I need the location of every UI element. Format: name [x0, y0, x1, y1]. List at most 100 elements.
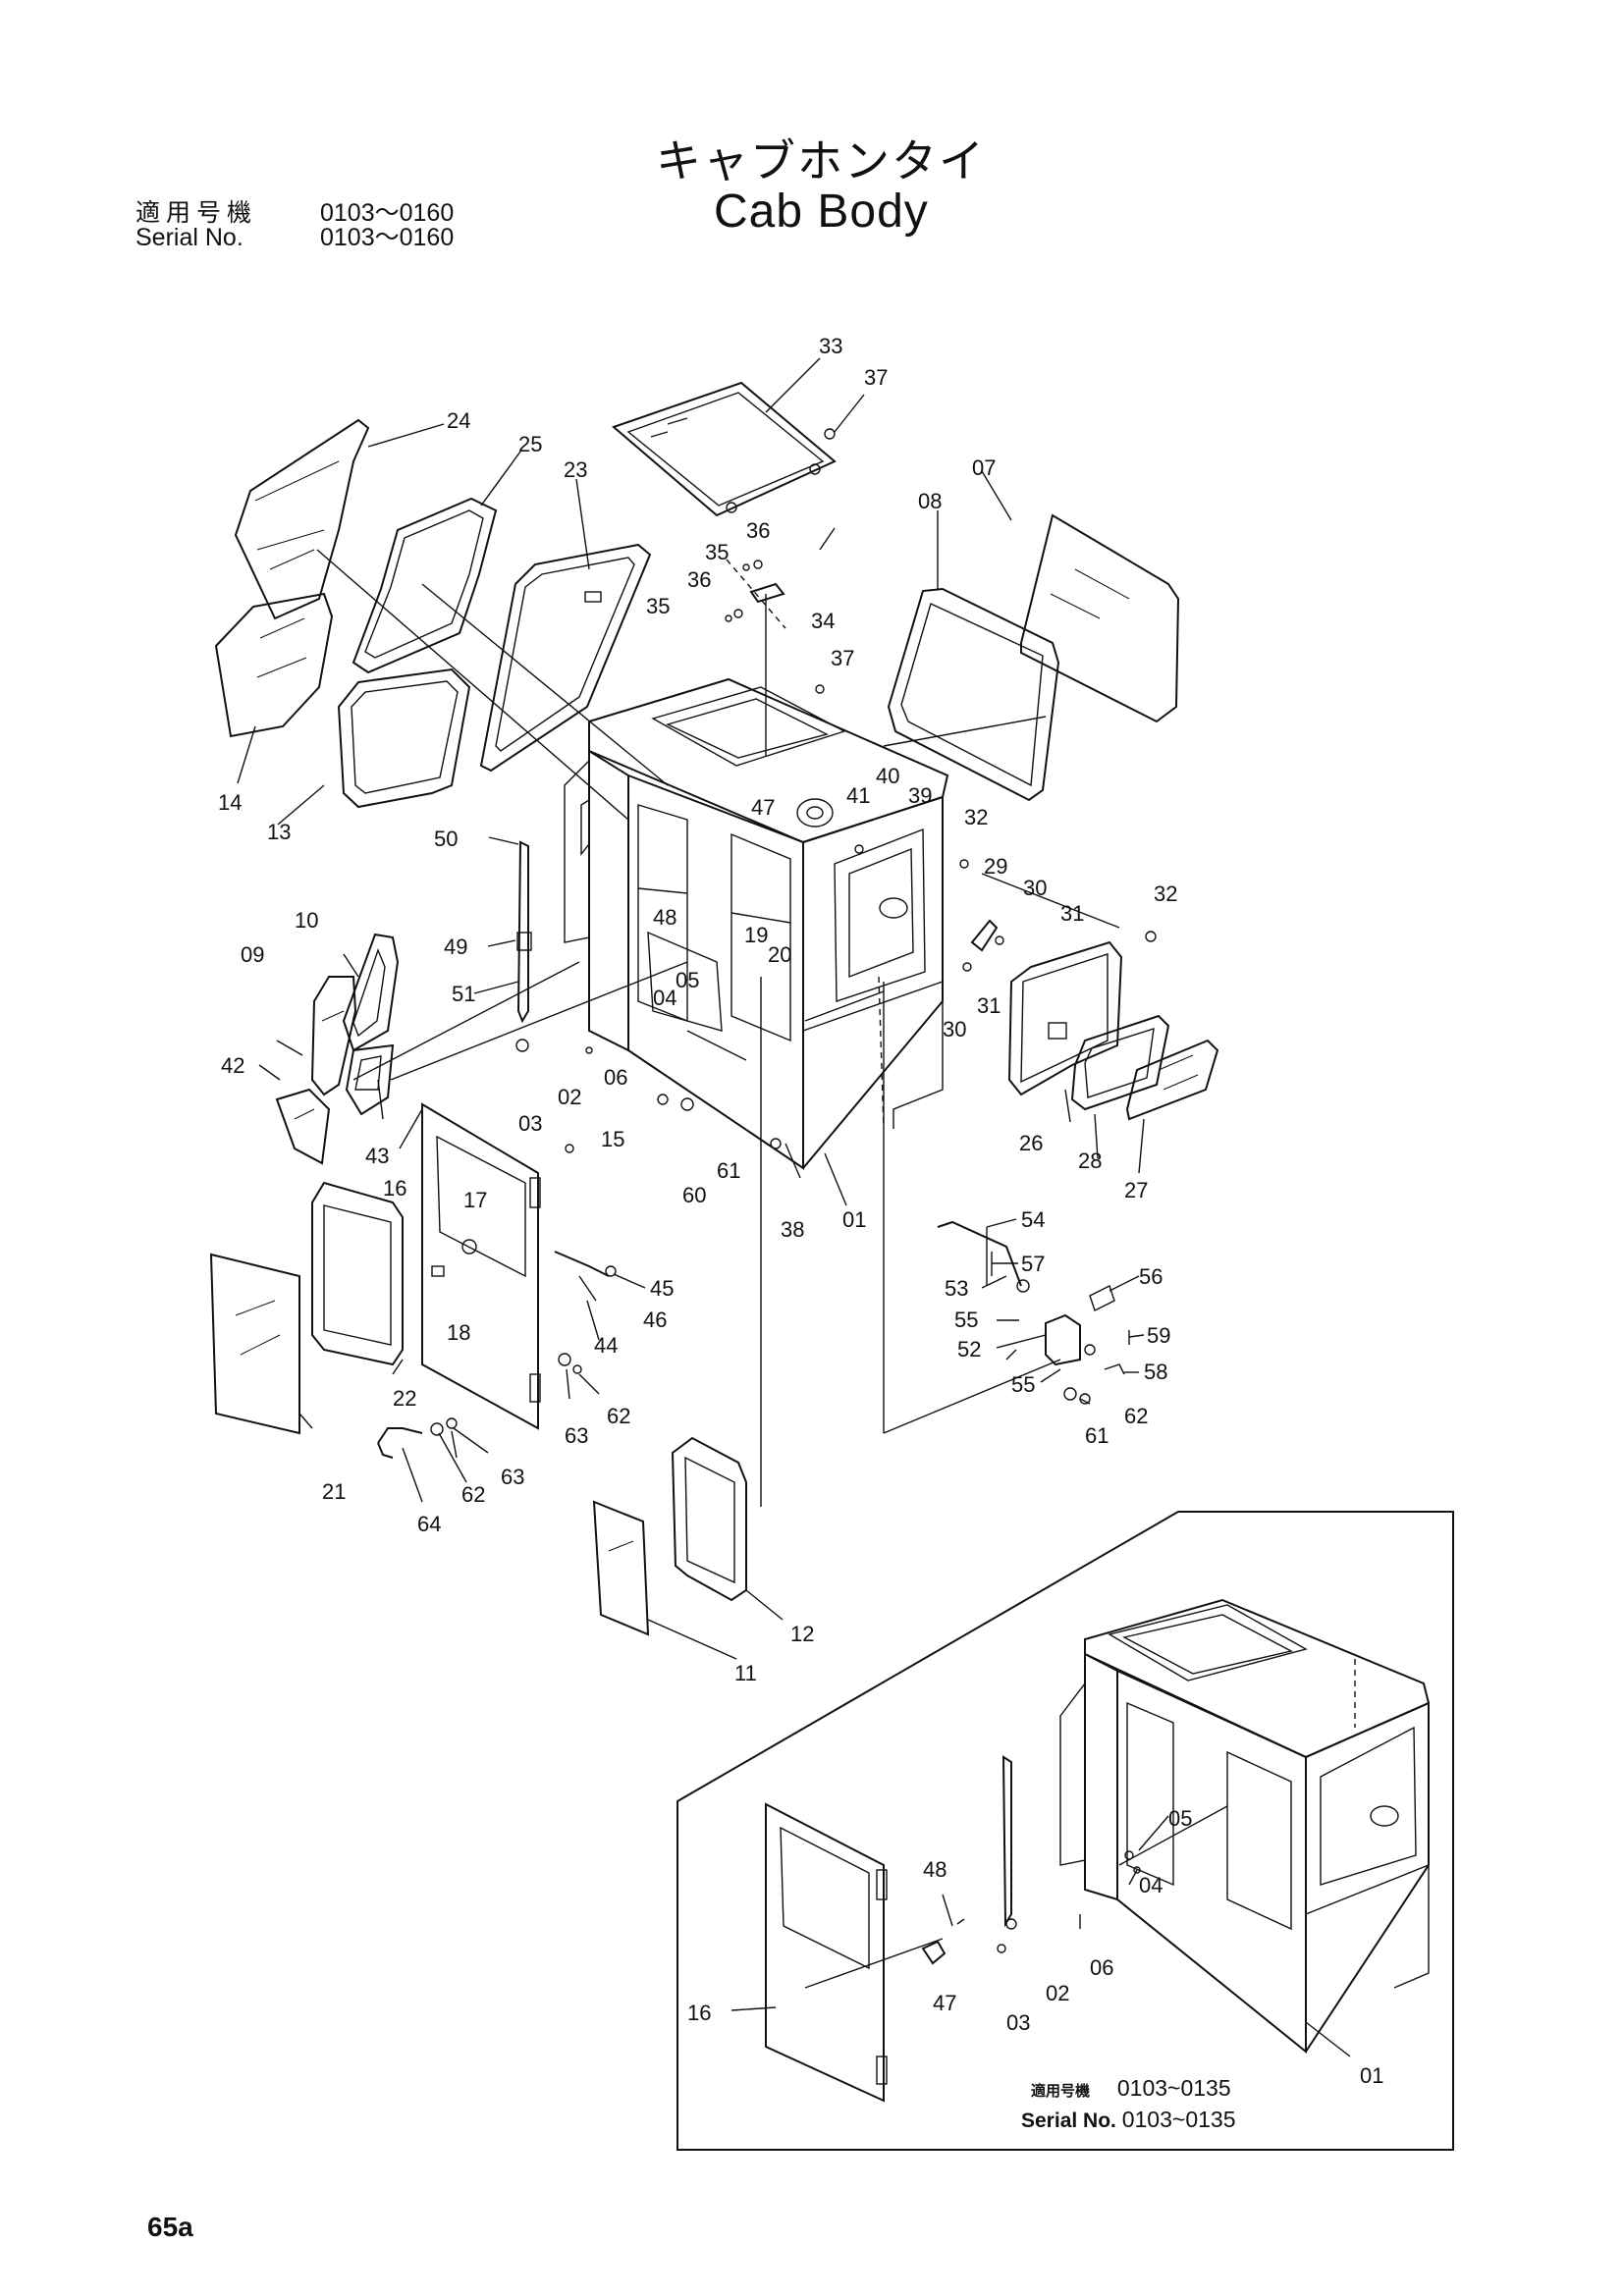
callout-label: 17	[463, 1188, 487, 1212]
door-glass-parts	[209, 1181, 404, 1435]
callout-label: 18	[447, 1320, 470, 1345]
callout-label: 44	[594, 1333, 618, 1358]
door-part	[421, 1102, 541, 1430]
callout-label: 28	[1078, 1148, 1102, 1173]
callout-label: 01	[1360, 2063, 1383, 2088]
callout-label: 26	[1019, 1131, 1043, 1155]
lower-front-glass-part	[214, 592, 334, 738]
inset-serial-label-english: Serial No.	[1021, 2109, 1116, 2132]
callout-label: 36	[687, 567, 711, 592]
callout-label: 37	[831, 646, 854, 670]
callout-label: 08	[918, 489, 942, 513]
callout-label: 30	[943, 1017, 966, 1041]
callout-label: 29	[984, 854, 1007, 879]
callout-label: 54	[1021, 1207, 1045, 1232]
callout-leader-lines	[237, 357, 1351, 2057]
callout-label: 51	[452, 982, 475, 1006]
callout-label: 55	[1011, 1372, 1035, 1397]
front-window-frame-part	[479, 543, 652, 773]
callout-label: 03	[1006, 2010, 1030, 2035]
callout-label: 47	[751, 795, 775, 820]
page-number: 65a	[147, 2212, 193, 2242]
inset-serial-en-row: Serial No. 0103~0135	[1021, 2107, 1235, 2133]
callout-label: 31	[1060, 901, 1084, 926]
callout-label: 14	[218, 790, 242, 815]
inset-variant-box	[676, 1511, 1454, 2151]
callout-label: 39	[908, 783, 932, 808]
callout-label: 42	[221, 1053, 244, 1078]
callout-label: 52	[957, 1337, 981, 1362]
callout-label: 05	[676, 968, 699, 992]
right-latch-parts	[959, 859, 1157, 972]
page-title-japanese: キャブホンタイ	[656, 134, 986, 187]
callout-label: 50	[434, 827, 458, 851]
callout-label: 62	[461, 1482, 485, 1507]
callout-label: 03	[518, 1111, 542, 1136]
part-number-callouts: 33 37 24 25 23 07 08 36 35 36 35 34 37 1…	[218, 334, 1383, 2088]
callout-label: 05	[1168, 1806, 1192, 1831]
callout-label: 25	[518, 432, 542, 456]
front-upper-glass-part	[234, 418, 370, 620]
callout-label: 55	[954, 1308, 978, 1332]
callout-label: 36	[746, 518, 770, 543]
callout-label: 22	[393, 1386, 416, 1411]
callout-label: 56	[1139, 1264, 1163, 1289]
callout-label: 62	[1124, 1404, 1148, 1428]
callout-label: 06	[604, 1065, 627, 1090]
callout-label: 01	[842, 1207, 866, 1232]
callout-label: 33	[819, 334, 842, 358]
callout-label: 16	[687, 2001, 711, 2025]
callout-label: 40	[876, 764, 899, 788]
right-rear-glass-part	[1020, 513, 1180, 723]
right-window-parts	[1007, 940, 1219, 1121]
callout-label: 57	[1021, 1252, 1045, 1276]
callout-label: 04	[653, 986, 676, 1010]
page-title-english: Cab Body	[714, 186, 929, 238]
callout-label: 43	[365, 1144, 389, 1168]
callout-label: 37	[864, 365, 888, 390]
callout-label: 60	[682, 1183, 706, 1207]
inset-serial-jp-row: 適用号機 0103~0135	[1031, 2075, 1231, 2102]
callout-label: 35	[646, 594, 670, 618]
callout-label: 61	[1085, 1423, 1109, 1448]
right-rear-seal-part	[887, 587, 1060, 802]
callout-label: 59	[1147, 1323, 1170, 1348]
callout-label: 02	[1046, 1981, 1069, 2005]
callout-label: 20	[768, 942, 791, 967]
callout-label: 04	[1139, 1873, 1163, 1897]
lower-front-seal-part	[337, 667, 471, 809]
callout-label: 15	[601, 1127, 624, 1151]
inset-serial-range-english: 0103~0135	[1121, 2107, 1236, 2132]
callout-label: 38	[781, 1217, 804, 1242]
roof-hatch-part	[612, 381, 837, 517]
callout-label: 58	[1144, 1360, 1167, 1384]
callout-label: 13	[267, 820, 291, 844]
door-rod-parts	[515, 840, 532, 1052]
callout-label: 63	[565, 1423, 588, 1448]
callout-label: 21	[322, 1479, 346, 1504]
callout-label: 41	[846, 783, 870, 808]
door-hardware-parts	[377, 1046, 782, 1459]
callout-label: 02	[558, 1085, 581, 1109]
callout-label: 23	[564, 457, 587, 482]
serial-label-english: Serial No.	[135, 224, 243, 251]
serial-label-japanese: 適用号機	[135, 199, 258, 227]
callout-label: 16	[383, 1176, 406, 1201]
callout-label: 06	[1090, 1955, 1113, 1980]
callout-label: 64	[417, 1512, 441, 1536]
callout-label: 48	[923, 1857, 947, 1882]
callout-label: 24	[447, 408, 470, 433]
callout-label: 46	[643, 1308, 667, 1332]
callout-label: 19	[744, 923, 768, 947]
serial-range-english: 0103～0160	[320, 224, 455, 251]
callout-label: 62	[607, 1404, 630, 1428]
callout-label: 34	[811, 609, 835, 633]
callout-label: 45	[650, 1276, 674, 1301]
rear-lower-window-parts	[592, 1436, 747, 1636]
callout-label: 53	[945, 1276, 968, 1301]
callout-label: 48	[653, 905, 676, 930]
callout-label: 32	[964, 805, 988, 829]
serial-range-japanese: 0103～0160	[320, 199, 455, 227]
callout-label: 11	[734, 1661, 757, 1685]
